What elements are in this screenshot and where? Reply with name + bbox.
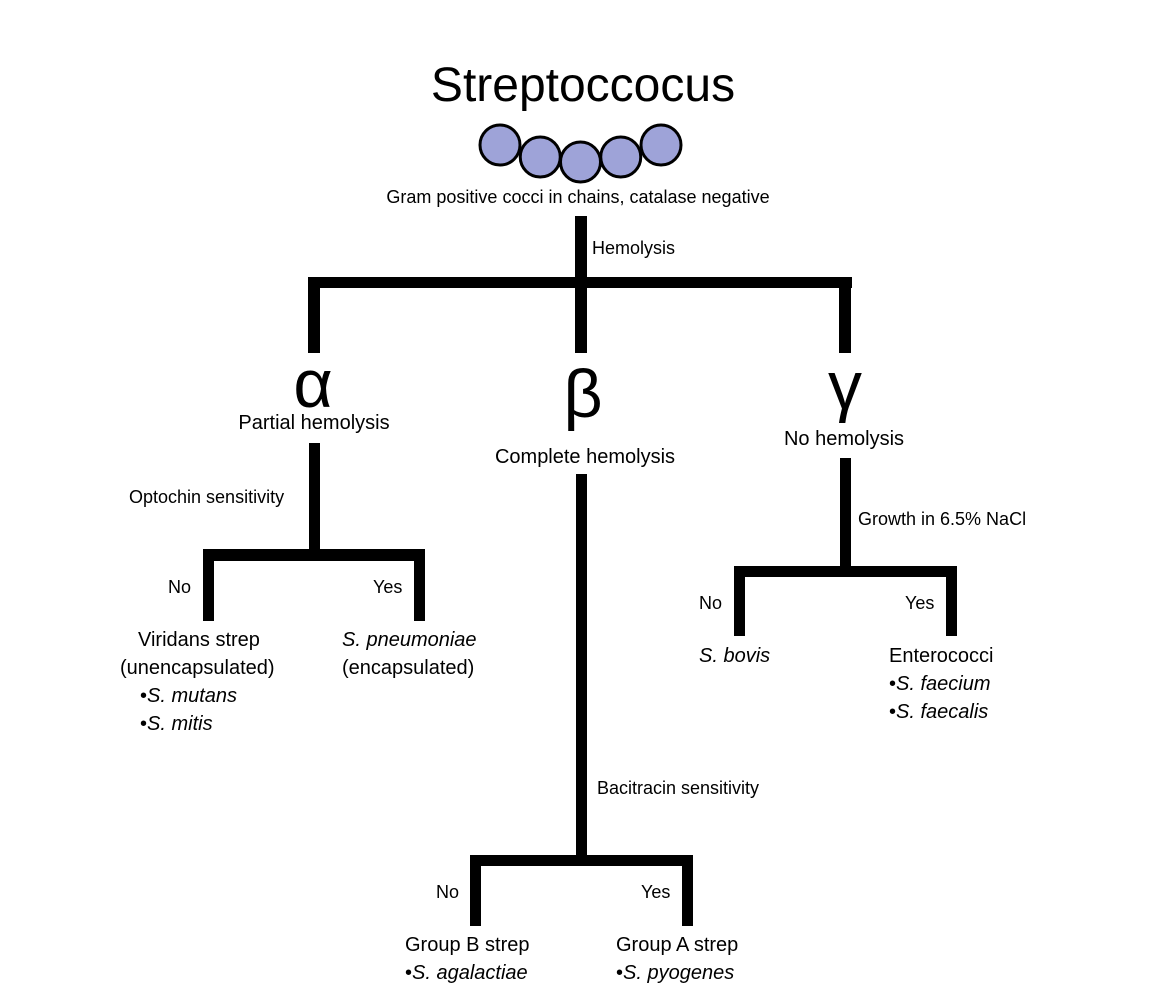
subtitle: Gram positive cocci in chains, catalase … — [386, 187, 770, 207]
group-a-strep-title: Group A strep — [616, 934, 739, 956]
species-name: S. faecalis — [896, 701, 989, 723]
beta-split-bar — [470, 855, 693, 866]
alpha-split-bar — [203, 549, 425, 561]
gamma-test-connector — [840, 458, 851, 570]
beta-connector — [575, 277, 587, 353]
gamma-label: No hemolysis — [783, 428, 905, 450]
root-test-label: Hemolysis — [592, 238, 676, 258]
species-name: S. faecium — [896, 673, 991, 695]
species-item: •S. mutans — [120, 682, 275, 710]
gamma-no-leg — [734, 566, 745, 636]
bullet: • — [140, 713, 148, 735]
coccus-cell — [639, 123, 683, 167]
group-a-strep-node: Group A strep •S. pyogenes — [616, 931, 738, 987]
gamma-test-label: Growth in 6.5% NaCl — [858, 509, 1027, 529]
alpha-connector — [308, 277, 320, 353]
species-item: •S. pyogenes — [616, 959, 738, 987]
bullet: • — [889, 701, 897, 723]
beta-symbol: β — [563, 356, 603, 432]
beta-no-leg — [470, 855, 481, 926]
viridans-strep-node: Viridans strep (unencapsulated) •S. muta… — [120, 626, 275, 738]
bullet: • — [616, 962, 624, 984]
species-item: •S. agalactiae — [405, 959, 530, 987]
beta-yes-edge-label: Yes — [641, 882, 671, 902]
s-pneumoniae-title: S. pneumoniae — [342, 629, 477, 651]
alpha-no-leg — [203, 549, 214, 621]
beta-test-label: Bacitracin sensitivity — [597, 778, 760, 798]
gamma-no-edge-label: No — [699, 593, 723, 613]
species-item: •S. faecalis — [889, 698, 994, 726]
bullet: • — [889, 673, 897, 695]
beta-test-connector — [576, 474, 587, 859]
gamma-yes-leg — [946, 566, 957, 636]
enterococci-node: Enterococci •S. faecium •S. faecalis — [889, 642, 994, 726]
group-b-strep-node: Group B strep •S. agalactiae — [405, 931, 530, 987]
root-connector — [575, 216, 587, 288]
viridans-strep-title: Viridans strep — [138, 629, 260, 651]
diagram-title: Streptoccocus — [430, 59, 736, 112]
alpha-test-label: Optochin sensitivity — [129, 487, 285, 507]
gamma-symbol: γ — [828, 348, 862, 424]
species-name: S. agalactiae — [412, 962, 528, 984]
s-pneumoniae-subtitle: (encapsulated) — [342, 657, 475, 679]
s-pneumoniae-node: S. pneumoniae (encapsulated) — [342, 626, 477, 682]
bullet: • — [140, 685, 148, 707]
coccus-cell — [559, 140, 602, 184]
group-b-strep-title: Group B strep — [405, 934, 530, 956]
species-name: S. mitis — [147, 713, 213, 735]
enterococci-title: Enterococci — [889, 645, 994, 667]
species-item: •S. faecium — [889, 670, 994, 698]
alpha-yes-leg — [414, 549, 425, 621]
gamma-split-bar — [734, 566, 957, 577]
s-bovis-title: S. bovis — [699, 645, 771, 667]
alpha-symbol: α — [293, 346, 333, 422]
coccus-cell — [518, 135, 562, 179]
gamma-connector — [839, 277, 851, 353]
beta-yes-leg — [682, 855, 693, 926]
viridans-strep-subtitle: (unencapsulated) — [120, 657, 275, 679]
bullet: • — [405, 962, 413, 984]
beta-no-edge-label: No — [436, 882, 460, 902]
coccus-cell — [478, 123, 522, 167]
gamma-yes-edge-label: Yes — [905, 593, 935, 613]
species-item: •S. mitis — [120, 710, 275, 738]
coccus-cell — [599, 135, 643, 179]
species-name: S. mutans — [147, 685, 238, 707]
species-name: S. pyogenes — [623, 962, 735, 984]
alpha-yes-edge-label: Yes — [373, 577, 403, 597]
alpha-no-edge-label: No — [168, 577, 192, 597]
alpha-label: Partial hemolysis — [238, 412, 390, 434]
beta-label: Complete hemolysis — [494, 446, 676, 468]
s-bovis-node: S. bovis — [699, 642, 770, 670]
alpha-test-connector — [309, 443, 320, 553]
